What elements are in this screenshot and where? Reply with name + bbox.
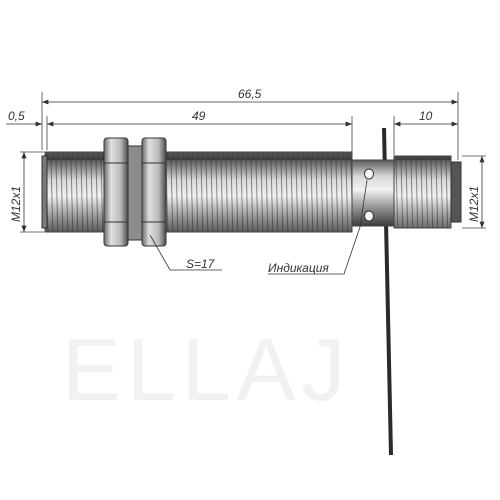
watermark-text: ELLAJ bbox=[62, 320, 351, 419]
dim-thread-right: M12x1 bbox=[467, 186, 481, 222]
indicator-led-top bbox=[364, 168, 374, 180]
dim-wrench-size: S=17 bbox=[186, 257, 216, 271]
dim-connector-length: 10 bbox=[419, 109, 433, 123]
nut-right bbox=[141, 137, 167, 247]
indicator-led-bottom bbox=[364, 210, 374, 222]
sensor-body bbox=[41, 151, 462, 233]
leader-indicator-top bbox=[359, 179, 368, 228]
washer bbox=[127, 145, 143, 241]
nut-left bbox=[103, 137, 129, 247]
dim-thread-length: 49 bbox=[192, 109, 206, 123]
dim-nose-offset: 0,5 bbox=[8, 109, 25, 123]
dim-indicator-label: Индикация bbox=[268, 261, 329, 275]
dim-thread-left: M12x1 bbox=[9, 186, 23, 222]
leader-wrench bbox=[149, 234, 222, 271]
dim-total-length: 66,5 bbox=[238, 87, 262, 101]
leader-indicator bbox=[268, 226, 361, 275]
